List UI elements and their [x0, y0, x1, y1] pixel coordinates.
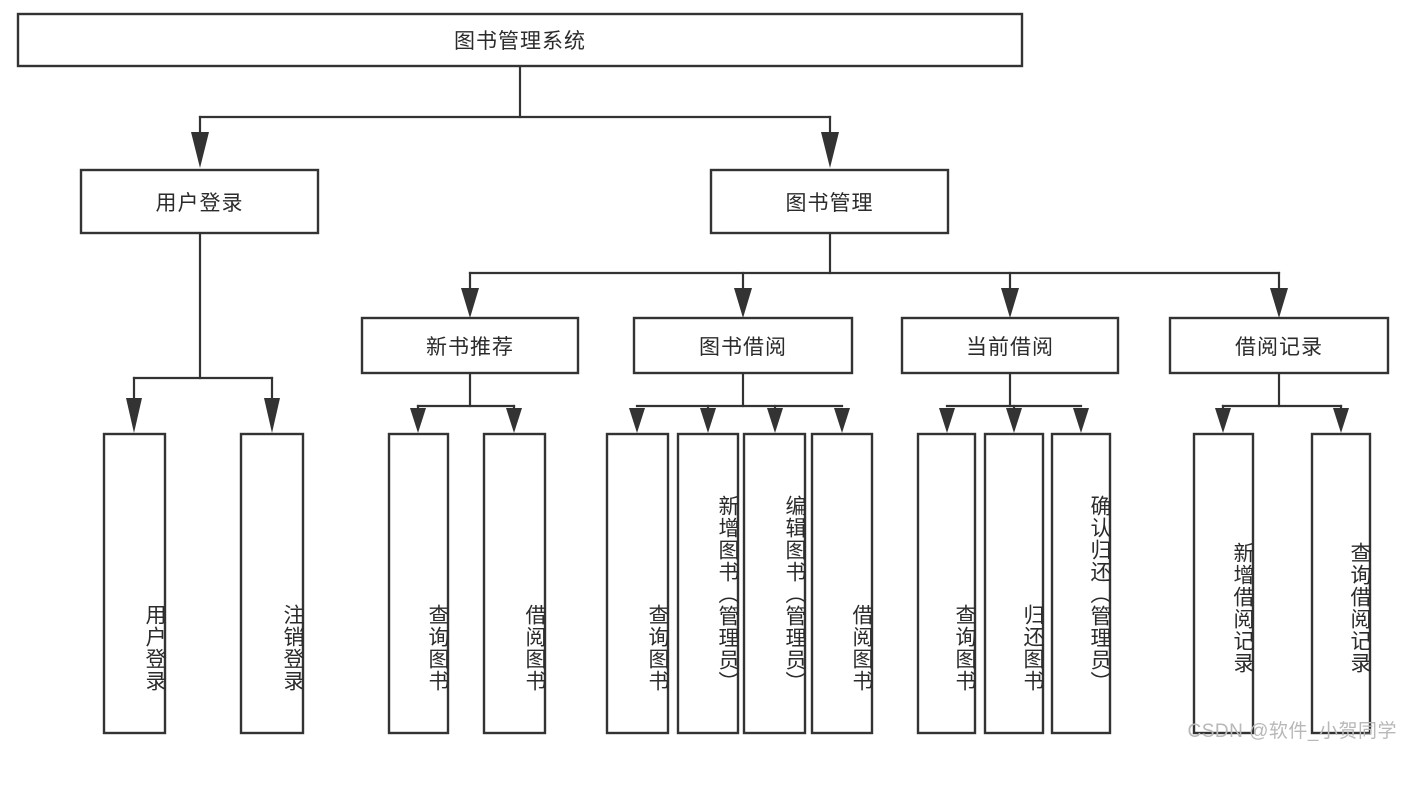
node-leaf-bb-add-book-box[interactable] [676, 432, 740, 735]
arrowhead-cb-leaf2 [1006, 408, 1022, 433]
node-box-layer [16, 12, 1390, 735]
node-leaf-bb-edit-book-box[interactable] [742, 432, 807, 735]
arrowhead-leaf-logout [264, 398, 280, 433]
node-new-book-recommend-box[interactable] [360, 316, 580, 375]
node-leaf-bb-borrow-book-box[interactable] [810, 432, 874, 735]
node-leaf-logout-box[interactable] [239, 432, 305, 735]
arrowhead-cb-leaf3 [1073, 408, 1089, 433]
node-leaf-user-login-box[interactable] [102, 432, 167, 735]
node-book-management-box[interactable] [709, 168, 950, 235]
arrowhead-user-login [191, 132, 209, 168]
arrowhead-current-borrow [1001, 288, 1019, 318]
node-leaf-br-query-record-box[interactable] [1310, 432, 1372, 735]
node-user-login-box[interactable] [79, 168, 320, 235]
node-current-borrow-box[interactable] [900, 316, 1120, 375]
arrowhead-bb-leaf1 [629, 408, 645, 433]
node-borrow-record-box[interactable] [1168, 316, 1390, 375]
arrowhead-leaf-user-login [126, 398, 142, 433]
arrowhead-book-mgmt [821, 132, 839, 168]
node-leaf-bb-query-book-box[interactable] [605, 432, 670, 735]
node-leaf-cb-return-book-box[interactable] [983, 432, 1045, 735]
diagram-canvas: 图书管理系统 用户登录 图书管理 新书推荐 图书借阅 当前借阅 借阅记录 用户登… [16, 12, 1397, 742]
node-leaf-nb-query-book-box[interactable] [387, 432, 450, 735]
node-leaf-cb-confirm-return-box[interactable] [1050, 432, 1112, 735]
node-leaf-br-add-record-box[interactable] [1192, 432, 1255, 735]
node-root-box[interactable] [16, 12, 1024, 68]
connector-layer [126, 64, 1349, 433]
node-leaf-cb-query-book-box[interactable] [916, 432, 977, 735]
node-book-borrow-box[interactable] [632, 316, 854, 375]
arrowhead-br-leaf2 [1333, 408, 1349, 433]
arrowhead-borrow-record [1270, 288, 1288, 318]
arrowhead-cb-leaf1 [939, 408, 955, 433]
tree-diagram-svg [16, 12, 1390, 735]
node-leaf-nb-borrow-book-box[interactable] [482, 432, 547, 735]
arrowhead-br-leaf1 [1215, 408, 1231, 433]
arrowhead-book-borrow [734, 288, 752, 318]
arrowhead-nb-leaf1 [410, 408, 426, 433]
arrowhead-new-book [461, 288, 479, 318]
arrowhead-bb-leaf4 [834, 408, 850, 433]
arrowhead-bb-leaf3 [767, 408, 783, 433]
arrowhead-bb-leaf2 [700, 408, 716, 433]
arrowhead-nb-leaf2 [506, 408, 522, 433]
watermark-text: CSDN @软件_小贺同学 [1187, 721, 1397, 742]
